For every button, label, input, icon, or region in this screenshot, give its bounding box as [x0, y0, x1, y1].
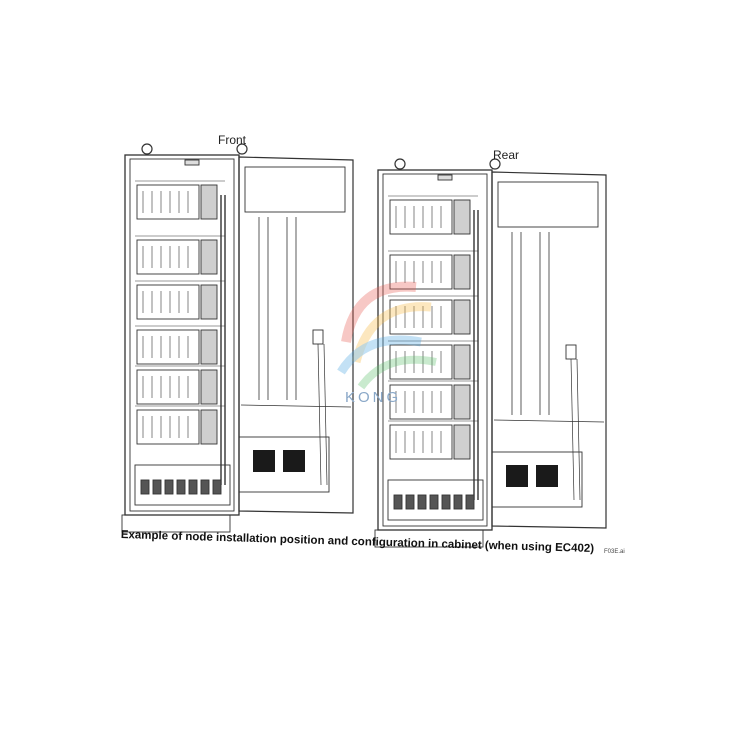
- node-unit: [136, 184, 200, 220]
- terminal-icon: [393, 494, 403, 510]
- rear-label: Rear: [493, 148, 520, 162]
- terminal-icon: [417, 494, 427, 510]
- terminal-icon: [200, 479, 210, 495]
- terminal-icon: [453, 299, 471, 335]
- terminal-block: [387, 479, 484, 521]
- front-label: Front: [218, 133, 247, 147]
- door-cable: [323, 343, 328, 486]
- rack-nameplate: [437, 174, 453, 181]
- watermark-arc-blue: [337, 335, 422, 375]
- door-panel: [491, 171, 607, 529]
- lifting-eye-icon: [236, 143, 248, 155]
- door-cable: [576, 358, 581, 501]
- terminal-icon: [453, 344, 471, 380]
- terminal-icon: [152, 479, 162, 495]
- node-unit: [136, 329, 200, 365]
- watermark-logo: [337, 281, 437, 390]
- rack-body: [124, 154, 240, 516]
- rack-plinth: [121, 514, 231, 533]
- fan-housing: [238, 436, 330, 493]
- rack-inner-frame: [129, 158, 235, 512]
- watermark-arc-green: [357, 355, 437, 390]
- terminal-icon: [140, 479, 150, 495]
- rack-nameplate: [184, 159, 200, 166]
- node-unit: [136, 284, 200, 320]
- door-top-window: [497, 181, 599, 228]
- lifting-eye-icon: [489, 158, 501, 170]
- terminal-icon: [453, 494, 463, 510]
- terminal-icon: [453, 254, 471, 290]
- node-unit: [136, 409, 200, 445]
- terminal-icon: [200, 409, 218, 445]
- fan-icon: [536, 465, 558, 487]
- terminal-icon: [212, 479, 222, 495]
- terminal-icon: [188, 479, 198, 495]
- terminal-icon: [453, 424, 471, 460]
- terminal-icon: [441, 494, 451, 510]
- watermark-arc-red: [341, 281, 417, 343]
- fan-icon: [506, 465, 528, 487]
- door-divider: [493, 419, 605, 423]
- node-unit: [389, 344, 453, 380]
- terminal-icon: [200, 184, 218, 220]
- terminal-icon: [164, 479, 174, 495]
- fan-housing: [491, 451, 583, 508]
- node-unit: [389, 384, 453, 420]
- watermark-text: KONG: [345, 389, 402, 406]
- terminal-icon: [465, 494, 475, 510]
- door-cable: [317, 343, 322, 486]
- terminal-icon: [453, 199, 471, 235]
- node-unit: [136, 369, 200, 405]
- node-unit: [389, 199, 453, 235]
- node-unit: [389, 424, 453, 460]
- door-cable: [570, 358, 575, 501]
- rack-plinth: [374, 529, 484, 548]
- terminal-icon: [200, 239, 218, 275]
- door-handle: [565, 344, 577, 360]
- node-unit: [136, 239, 200, 275]
- watermark-arc-yellow: [351, 302, 432, 364]
- terminal-block: [134, 464, 231, 506]
- node-unit: [389, 254, 453, 290]
- file-reference: F03E.ai: [604, 549, 625, 555]
- door-top-window: [244, 166, 346, 213]
- terminal-icon: [405, 494, 415, 510]
- terminal-icon: [200, 369, 218, 405]
- front-cabinet: [121, 143, 354, 533]
- fan-icon: [283, 450, 305, 472]
- door-panel: [238, 156, 354, 514]
- door-divider: [240, 404, 352, 408]
- terminal-icon: [176, 479, 186, 495]
- terminal-icon: [200, 284, 218, 320]
- door-handle: [312, 329, 324, 345]
- rack-inner-frame: [382, 173, 488, 527]
- lifting-eye-icon: [394, 158, 406, 170]
- rear-cabinet: [374, 158, 607, 548]
- lifting-eye-icon: [141, 143, 153, 155]
- fan-icon: [253, 450, 275, 472]
- terminal-icon: [453, 384, 471, 420]
- node-unit: [389, 299, 453, 335]
- terminal-icon: [200, 329, 218, 365]
- terminal-icon: [429, 494, 439, 510]
